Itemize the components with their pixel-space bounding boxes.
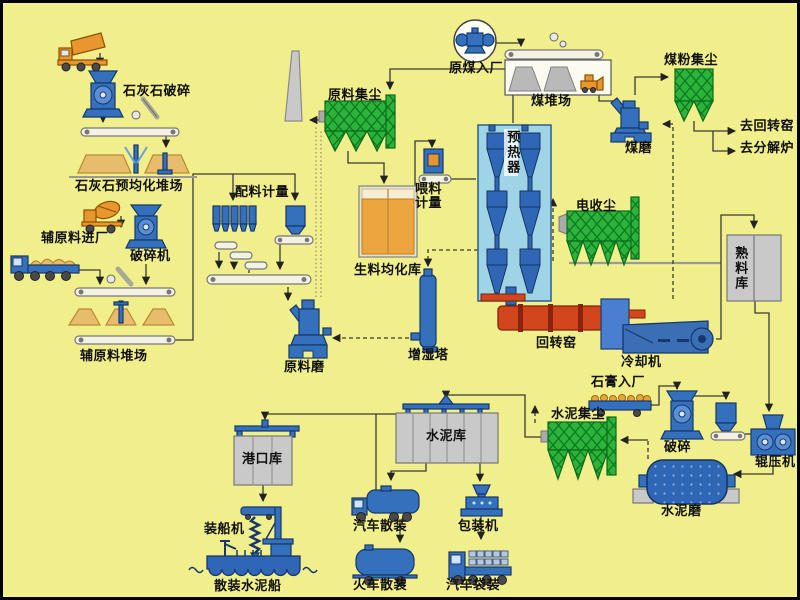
label-coal-yard: 煤堆场	[531, 94, 572, 109]
label-aux-material-yard: 辅原料堆场	[80, 349, 148, 364]
flow-lines	[69, 38, 774, 544]
dump-truck	[57, 32, 108, 72]
label-packing-machine: 包装机	[458, 519, 499, 534]
coal-dust-collector	[674, 68, 714, 123]
label-limestone-crushing: 石灰石破碎	[123, 84, 191, 99]
gypsum-wagon	[588, 394, 652, 417]
label-humidifier-tower: 增湿塔	[408, 348, 449, 363]
limestone-stockpiles	[77, 144, 190, 175]
label-crushing: 破碎	[664, 440, 692, 455]
label-gypsum-entry: 石膏入厂	[591, 375, 646, 390]
cement-mill	[632, 459, 740, 505]
label-feed-metering: 喂料计量	[415, 182, 443, 212]
label-clinker-silo: 熟料库	[732, 246, 748, 291]
label-cement-mill: 水泥磨	[661, 504, 702, 519]
label-cement-silo: 水泥库	[426, 429, 467, 444]
label-cement-dust-collector: 水泥集尘	[551, 407, 606, 422]
raw-dust-collector	[318, 94, 396, 153]
batching-hoppers	[206, 205, 314, 285]
aux-conveyors	[74, 266, 176, 345]
label-limestone-preblending-yard: 石灰石预均化堆场	[75, 179, 184, 194]
bagged-cement-truck	[448, 550, 512, 585]
clinker-silo	[726, 234, 782, 302]
label-ship-loader: 装船机	[204, 522, 245, 537]
label-esp: 电收尘	[576, 199, 617, 214]
raw-meal-silo	[358, 185, 418, 258]
coal-yard	[504, 59, 612, 96]
flatbed-truck	[10, 255, 80, 281]
label-train-bulk: 火车散装	[353, 578, 408, 593]
mixer-truck	[81, 200, 123, 234]
raw-mill	[288, 299, 332, 359]
label-raw-coal-entry: 原煤入厂	[449, 61, 504, 76]
label-cooler: 冷却机	[621, 355, 662, 370]
label-raw-dust-collector: 原料集尘	[328, 88, 383, 103]
label-batching-metering: 配料计量	[235, 185, 290, 200]
coal-conveyor	[504, 32, 604, 60]
label-rotary-kiln: 回转窑	[536, 336, 577, 351]
label-crusher-machine: 破碎机	[130, 249, 171, 264]
label-coal-mill: 煤磨	[625, 141, 653, 156]
train-tank-wagon	[352, 544, 418, 586]
electrostatic-precipitator	[558, 196, 640, 267]
bulk-truck	[351, 485, 420, 522]
label-roller-press: 辊压机	[755, 455, 796, 470]
label-raw-mill: 原料磨	[284, 360, 325, 375]
surge-hopper	[710, 402, 746, 441]
aux-stockpiles	[67, 300, 176, 326]
aux-crusher	[125, 204, 167, 249]
label-port-silo: 港口库	[242, 452, 283, 467]
label-truck-bulk: 汽车散装	[353, 519, 408, 534]
limestone-crusher	[82, 70, 124, 118]
raw-coal-entry-badge	[453, 19, 497, 63]
label-bulk-cement-ship: 散装水泥船	[214, 579, 282, 594]
label-preheater: 预热器	[504, 129, 520, 176]
label-coal-dust-collector: 煤粉集尘	[664, 53, 719, 68]
label-raw-meal-silo: 生料均化库	[354, 263, 422, 278]
bulk-cement-ship	[188, 540, 318, 577]
clinker-cooler	[622, 320, 714, 354]
label-to-calciner: 去分解炉	[740, 141, 795, 156]
roller-press	[750, 414, 796, 456]
label-to-rotary-kiln: 去回转窑	[740, 119, 795, 134]
feed-metering-device	[418, 148, 452, 184]
packing-machine	[460, 484, 503, 517]
coal-mill	[610, 97, 652, 143]
cement-dust-collector	[540, 416, 617, 481]
chimney	[284, 50, 303, 122]
label-aux-material-entry: 辅原料进厂	[41, 231, 109, 246]
diagram-graphics	[10, 19, 796, 586]
gypsum-crusher	[660, 390, 704, 440]
cement-silo	[395, 394, 499, 464]
port-silo	[233, 419, 300, 486]
label-truck-bagged: 汽车袋装	[446, 578, 501, 593]
belt-conveyor	[80, 96, 180, 137]
humidifier-tower	[410, 268, 438, 353]
